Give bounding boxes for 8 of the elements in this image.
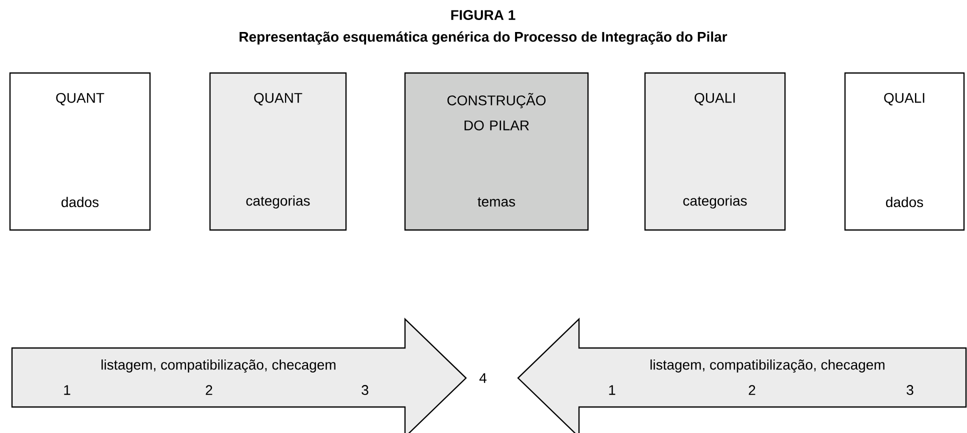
- figure-subtitle: Representação esquemática genérica do Processo de Integração do Pilar: [240, 31, 728, 45]
- category-box: CONSTRUÇÃO DO PILAR temas: [404, 72, 589, 231]
- figure-title: FIGURA 1: [451, 10, 516, 20]
- category-box: QUANT categorias: [209, 72, 347, 231]
- category-box: QUANT dados: [9, 72, 151, 231]
- category-box: QUALI categorias: [644, 72, 786, 231]
- step-number: 4: [479, 373, 486, 383]
- category-box: QUALI dados: [844, 72, 965, 231]
